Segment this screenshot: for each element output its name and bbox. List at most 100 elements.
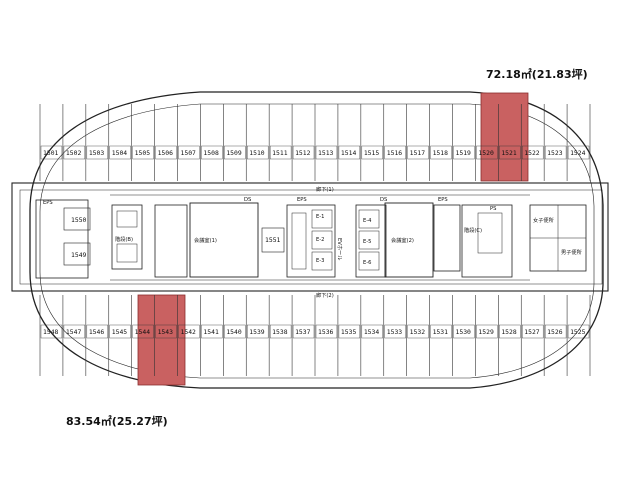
room-1532-label: 1532 <box>410 328 426 336</box>
room-1542-label: 1542 <box>181 328 197 336</box>
room-1520-label: 1520 <box>478 149 494 157</box>
room-label-box <box>86 324 108 339</box>
room-1543-label: 1543 <box>158 328 174 336</box>
room-1527-label: 1527 <box>524 328 540 336</box>
room-1529-label: 1529 <box>478 328 494 336</box>
shaft-eps-3-label: EPS <box>438 197 448 203</box>
room-label-box <box>155 324 177 339</box>
room-label-box <box>384 324 406 339</box>
room-label-box <box>361 145 383 160</box>
room-1535-label: 1535 <box>341 328 357 336</box>
room-label-box <box>292 145 315 160</box>
room-label-box <box>567 145 590 160</box>
room-1501-label: 1501 <box>43 149 59 157</box>
room-label-box <box>269 145 292 160</box>
room-label-box <box>269 324 292 339</box>
elevator-e4-label: E-4 <box>363 218 372 224</box>
room-label-box <box>338 324 361 339</box>
room-1525-label: 1525 <box>570 328 586 336</box>
room-1533-label: 1533 <box>387 328 403 336</box>
room-label-box <box>247 324 269 339</box>
room-label-box <box>63 145 86 160</box>
ev-hall-label: EVホール <box>336 238 343 260</box>
room-label-box <box>338 145 361 160</box>
room-1524-label: 1524 <box>570 149 586 157</box>
room-1528-label: 1528 <box>501 328 517 336</box>
room-1549-label: 1549 <box>71 251 87 259</box>
room-label-box <box>407 324 429 339</box>
room-label-box <box>63 324 86 339</box>
room-1539-label: 1539 <box>249 328 265 336</box>
room-1502-label: 1502 <box>66 149 82 157</box>
elevator-e3-label: E-3 <box>316 258 324 264</box>
shaft-ps-label: PS <box>490 206 496 212</box>
room-label-box <box>544 145 567 160</box>
elevator-e6-label: E-6 <box>363 260 371 266</box>
room-1545-label: 1545 <box>112 328 128 336</box>
room-1546-label: 1546 <box>89 328 105 336</box>
room-1536-label: 1536 <box>318 328 334 336</box>
room-label-box <box>86 145 108 160</box>
room-label-box <box>315 145 338 160</box>
room-label-box <box>132 145 154 160</box>
room-label-box <box>40 145 63 160</box>
room-label-box <box>430 145 452 160</box>
room-1534-label: 1534 <box>364 328 380 336</box>
room-label-box <box>544 324 567 339</box>
room-label-box <box>109 145 131 160</box>
room-label-box <box>453 145 475 160</box>
room-1515-label: 1515 <box>364 149 380 157</box>
room-label-box <box>384 145 406 160</box>
room-1517-label: 1517 <box>410 149 426 157</box>
room-label-box <box>224 145 246 160</box>
room-label-box <box>178 324 200 339</box>
core-block <box>11 182 609 292</box>
building-inner-outline <box>39 103 595 379</box>
room-1509-label: 1509 <box>226 149 242 157</box>
room-label-box <box>178 145 200 160</box>
area-label-top: 72.18㎡(21.83坪) <box>486 68 588 81</box>
shaft-ds-2-label: DS <box>380 197 387 203</box>
room-label-box <box>499 145 521 160</box>
highlight-unit-1520-1521 <box>480 92 529 182</box>
room-label-box <box>407 145 429 160</box>
room-1538-label: 1538 <box>272 328 288 336</box>
top-room-partitions <box>39 104 591 181</box>
room-label-box <box>224 324 246 339</box>
corridor-bottom-label: 廊下(2) <box>316 291 334 299</box>
bottom-room-partitions <box>39 295 591 376</box>
meeting-room-2-label: 会議室(2) <box>391 236 414 244</box>
room-1505-label: 1505 <box>135 149 151 157</box>
room-1513-label: 1513 <box>318 149 334 157</box>
room-1514-label: 1514 <box>341 149 357 157</box>
room-label-box <box>476 324 498 339</box>
room-1530-label: 1530 <box>456 328 472 336</box>
toilet-male-label: 男子便所 <box>561 248 582 256</box>
room-label-box <box>499 324 521 339</box>
room-label-box <box>201 145 223 160</box>
room-1511-label: 1511 <box>272 149 288 157</box>
bottom-room-labels: 1525152615271528152915301531153215331534… <box>40 324 590 339</box>
building-outline <box>29 91 604 389</box>
elevator-e1-label: E-1 <box>316 214 324 220</box>
room-1548-label: 1548 <box>43 328 59 336</box>
room-1512-label: 1512 <box>295 149 311 157</box>
highlight-unit-1542-1543 <box>137 294 186 386</box>
room-1550-label: 1550 <box>71 216 87 224</box>
room-1508-label: 1508 <box>203 149 219 157</box>
room-1523-label: 1523 <box>547 149 563 157</box>
shaft-eps-1-label: EPS <box>43 200 53 206</box>
room-label-box <box>361 324 383 339</box>
room-label-box <box>247 145 269 160</box>
room-1522-label: 1522 <box>524 149 540 157</box>
room-1504-label: 1504 <box>112 149 128 157</box>
room-1541-label: 1541 <box>203 328 219 336</box>
room-1518-label: 1518 <box>433 149 449 157</box>
room-label-box <box>522 324 544 339</box>
core-labels: 1550 1549 1551 廊下(1) 廊下(2) 会議室(1) 会議室(2)… <box>43 185 582 299</box>
stair-b-label: 階段(B) <box>115 235 133 243</box>
room-label-box <box>567 324 590 339</box>
room-1540-label: 1540 <box>226 328 242 336</box>
shaft-ds-1-label: DS <box>244 197 251 203</box>
